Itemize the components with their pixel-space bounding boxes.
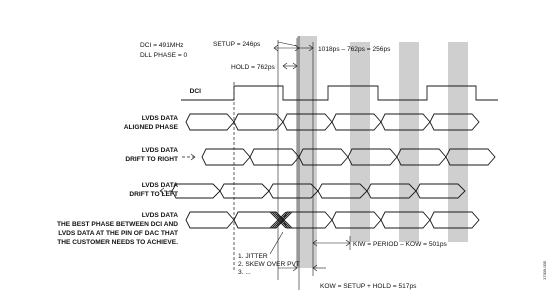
timing-band <box>350 42 370 242</box>
timing-band <box>399 42 419 242</box>
drift-right-label-1: LVDS DATA <box>142 147 178 154</box>
kow-label: KOW = SETUP + HOLD = 517ps <box>320 283 417 290</box>
drift-right-data-eye <box>201 148 496 166</box>
note-more: 3. ... <box>238 269 251 276</box>
hold-label: HOLD = 762ps <box>231 64 276 71</box>
kiw-label: KIW = PERIOD – KOW = 501ps <box>353 241 448 248</box>
jitter-crossing-lines <box>269 211 293 229</box>
drift-left-label-2: DRIFT TO LEFT <box>129 191 178 198</box>
best-label-4: THE CUSTOMER NEEDS TO ACHIEVE. <box>57 239 178 246</box>
figure-id: 17309-005 <box>542 260 547 280</box>
drift-right-label-2: DRIFT TO RIGHT <box>125 156 178 163</box>
setup-label: SETUP = 246ps <box>213 41 261 48</box>
dll-phase-label: DLL PHASE = 0 <box>140 52 188 59</box>
timing-band <box>297 36 317 268</box>
diff-label: 1018ps – 762ps = 256ps <box>318 46 391 53</box>
dci-waveform <box>181 85 498 101</box>
note-jitter: 1. JITTER <box>238 253 268 260</box>
dci-label: DCI <box>190 88 202 95</box>
timing-band <box>448 42 468 242</box>
best-label-2: THE BEST PHASE BETWEEN DCI AND <box>57 221 178 228</box>
aligned-label-1: LVDS DATA <box>142 115 178 122</box>
best-label-3: LVDS DATA AT THE PIN OF DAC THAT <box>58 230 178 237</box>
aligned-data-eye <box>185 113 480 131</box>
dci-frequency-label: DCI = 491MHz <box>140 42 183 49</box>
aligned-label-2: ALIGNED PHASE <box>124 124 179 131</box>
best-label-1: LVDS DATA <box>142 212 178 219</box>
drift-left-label-1: LVDS DATA <box>142 182 178 189</box>
timing-bands <box>297 36 468 268</box>
best-phase-data-eye <box>185 211 480 229</box>
drift-left-data-eye <box>171 183 466 199</box>
note-skew: 2. SKEW OVER PVT <box>238 261 300 268</box>
note-leader-line <box>269 231 284 255</box>
